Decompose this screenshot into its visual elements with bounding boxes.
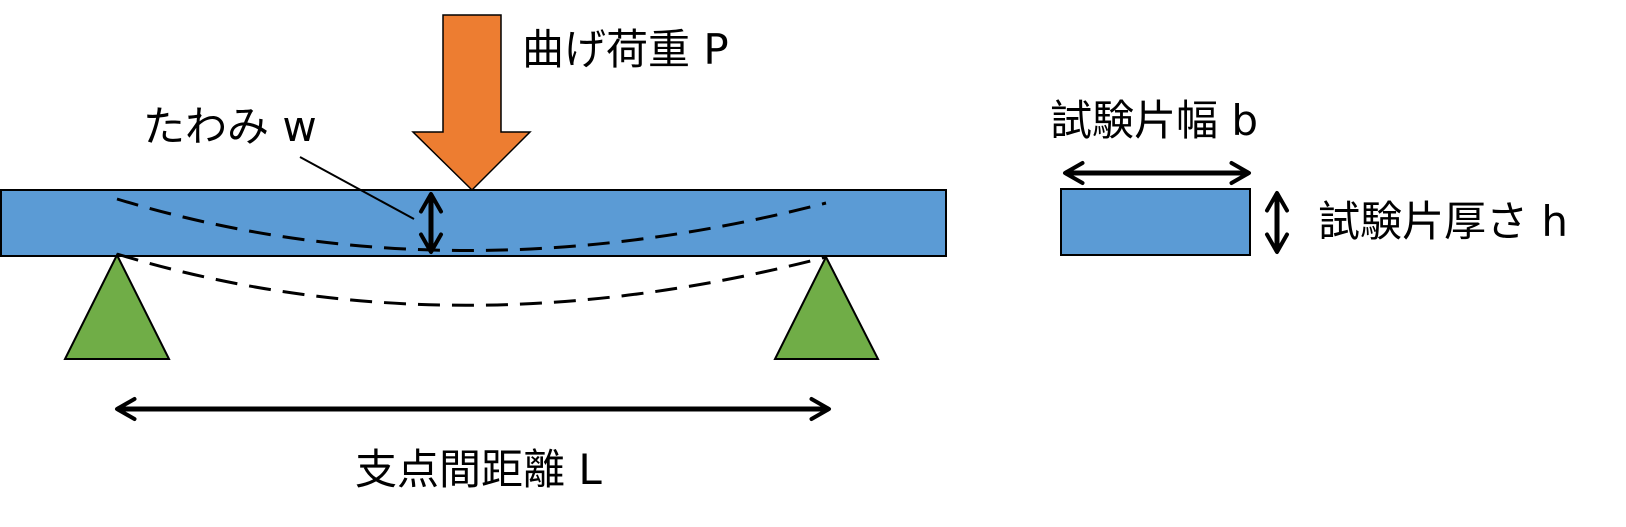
beam <box>0 189 947 257</box>
deflection-leader-line <box>299 156 415 220</box>
thickness-label: 試験片厚さ h <box>1318 197 1568 246</box>
load-label: 曲げ荷重 P <box>522 25 729 74</box>
deflection-label: たわみ w <box>143 102 317 151</box>
width-label: 試験片幅 b <box>1050 96 1258 145</box>
load-arrow <box>411 14 532 192</box>
span-label: 支点間距離 L <box>355 445 602 494</box>
deflected-beam-top-curve <box>116 197 827 253</box>
deflected-beam-bottom-curve <box>116 252 827 307</box>
right-support-triangle <box>773 254 880 360</box>
cross-section-rect <box>1060 188 1251 256</box>
left-support-triangle <box>63 252 171 360</box>
